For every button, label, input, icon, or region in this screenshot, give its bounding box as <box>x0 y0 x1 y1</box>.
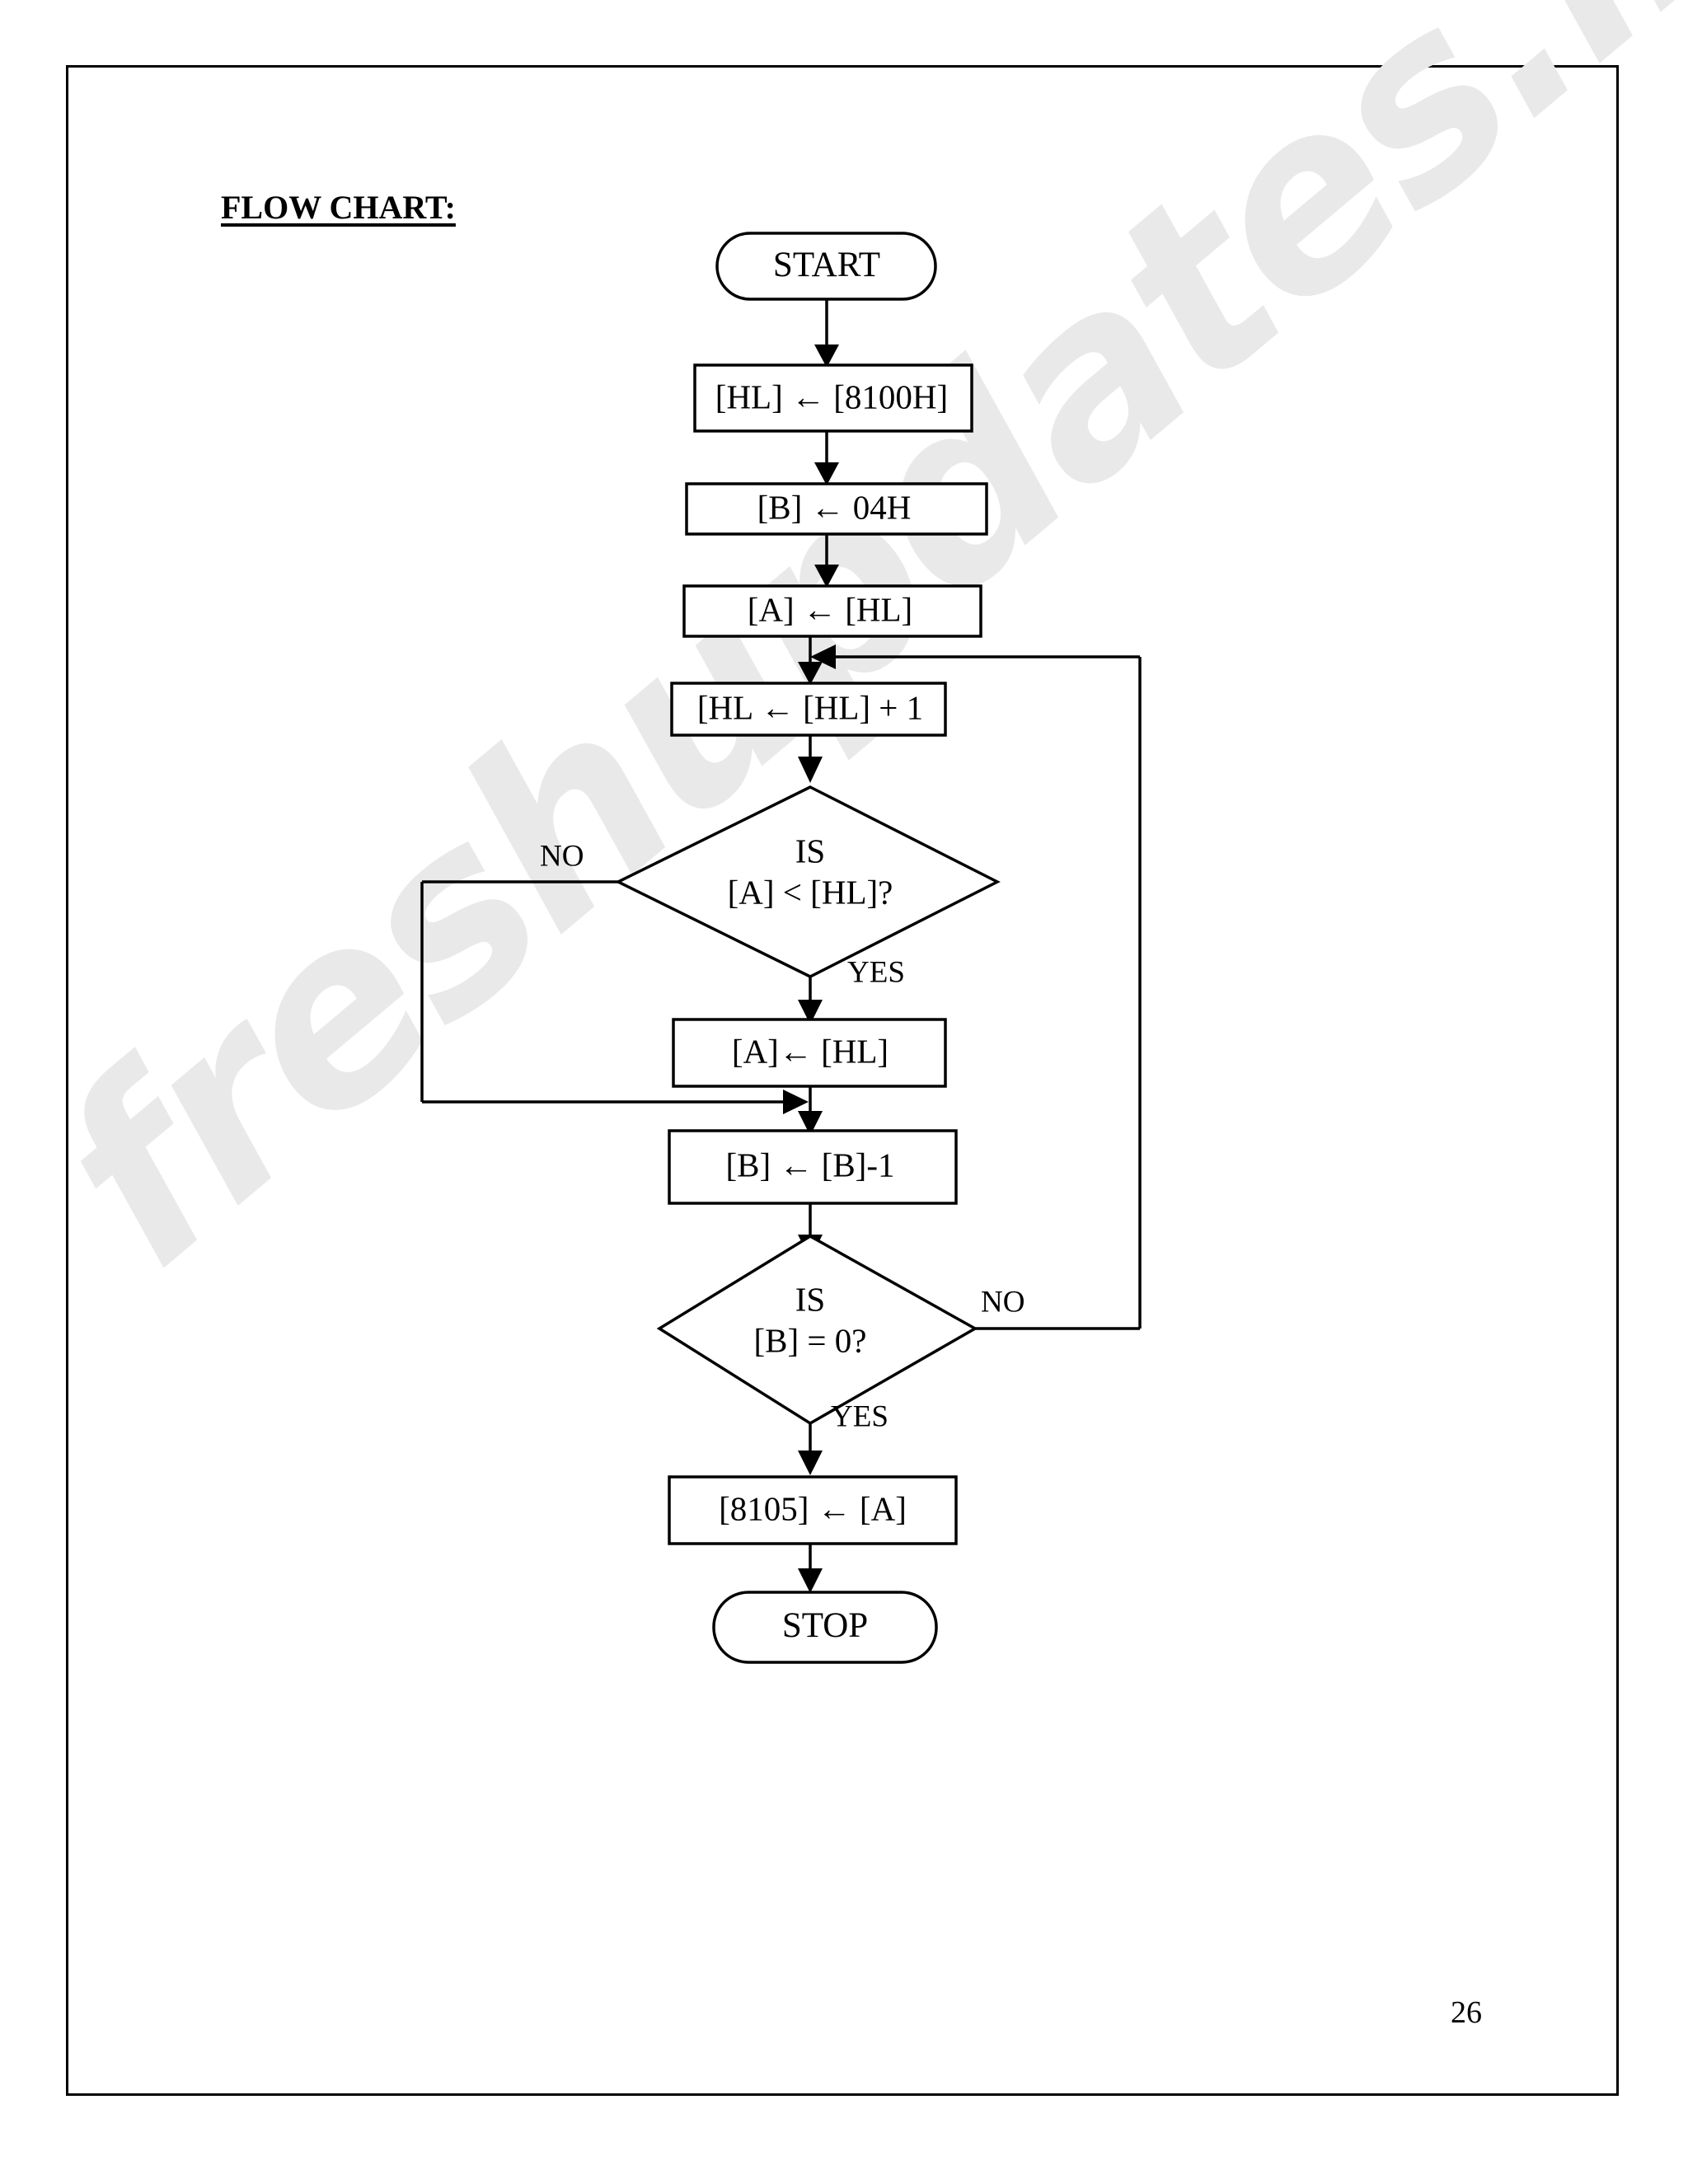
node-decision-compare-line2: [A] < [HL]? <box>728 873 893 911</box>
page-border <box>66 65 1619 2096</box>
node-hl-init[interactable]: [HL] ← [8100H] <box>693 363 973 433</box>
node-a-load-label: [A] ← [HL] <box>748 590 912 628</box>
node-hl-inc-label: [HL ← [HL] + 1 <box>697 688 923 726</box>
node-b-dec-label: [B] ← [B]-1 <box>726 1146 895 1183</box>
node-store[interactable]: [8105] ← [A] <box>668 1475 958 1545</box>
page-number: 26 <box>1451 1995 1482 2030</box>
edge-bzero-no-loop-back <box>810 644 1142 1329</box>
branch-label-no-bzero: NO <box>981 1285 1025 1319</box>
node-stop-label: STOP <box>782 1606 868 1645</box>
edge-decision1-no <box>420 880 809 1114</box>
edge-hl-inc-to-decision1 <box>798 735 823 783</box>
node-b-init-label: [B] ← 04H <box>757 488 912 526</box>
edge-b-init-to-a-load <box>814 534 839 588</box>
node-b-dec[interactable]: [B] ← [B]-1 <box>668 1129 958 1205</box>
branch-label-yes-bzero: YES <box>831 1399 889 1433</box>
branch-label-yes-compare: YES <box>847 955 905 989</box>
node-decision-bzero-line2: [B] = 0? <box>754 1321 867 1359</box>
node-hl-inc[interactable]: [HL ← [HL] + 1 <box>670 682 947 737</box>
node-a-update-label: [A]← [HL] <box>732 1032 889 1070</box>
node-b-init[interactable]: [B] ← 04H <box>685 482 988 536</box>
node-a-update[interactable]: [A]← [HL] <box>672 1018 947 1088</box>
edge-store-to-stop <box>798 1544 823 1593</box>
node-a-load[interactable]: [A] ← [HL] <box>682 584 982 638</box>
node-store-label: [8105] ← [A] <box>719 1489 907 1527</box>
node-decision-bzero[interactable]: IS [B] = 0? <box>656 1234 978 1426</box>
node-decision-compare[interactable]: IS [A] < [HL]? <box>615 785 1001 978</box>
node-decision-compare-line1: IS <box>795 832 825 869</box>
edge-decision2-yes <box>798 1423 823 1475</box>
edge-a-update-to-b-dec <box>798 1086 823 1136</box>
node-decision-bzero-line1: IS <box>795 1280 825 1318</box>
node-start[interactable]: START <box>715 232 937 301</box>
edge-a-load-to-hl-inc <box>798 636 823 685</box>
edge-hl-init-to-b-init <box>814 431 839 485</box>
page-title: FLOW CHART: <box>221 189 456 226</box>
node-stop[interactable]: STOP <box>712 1591 938 1664</box>
branch-label-no-compare: NO <box>540 839 584 873</box>
edge-start-to-hl-init <box>814 299 839 368</box>
node-hl-init-label: [HL] ← [8100H] <box>715 377 948 415</box>
node-start-label: START <box>773 246 880 284</box>
edge-decision1-yes <box>798 977 823 1024</box>
